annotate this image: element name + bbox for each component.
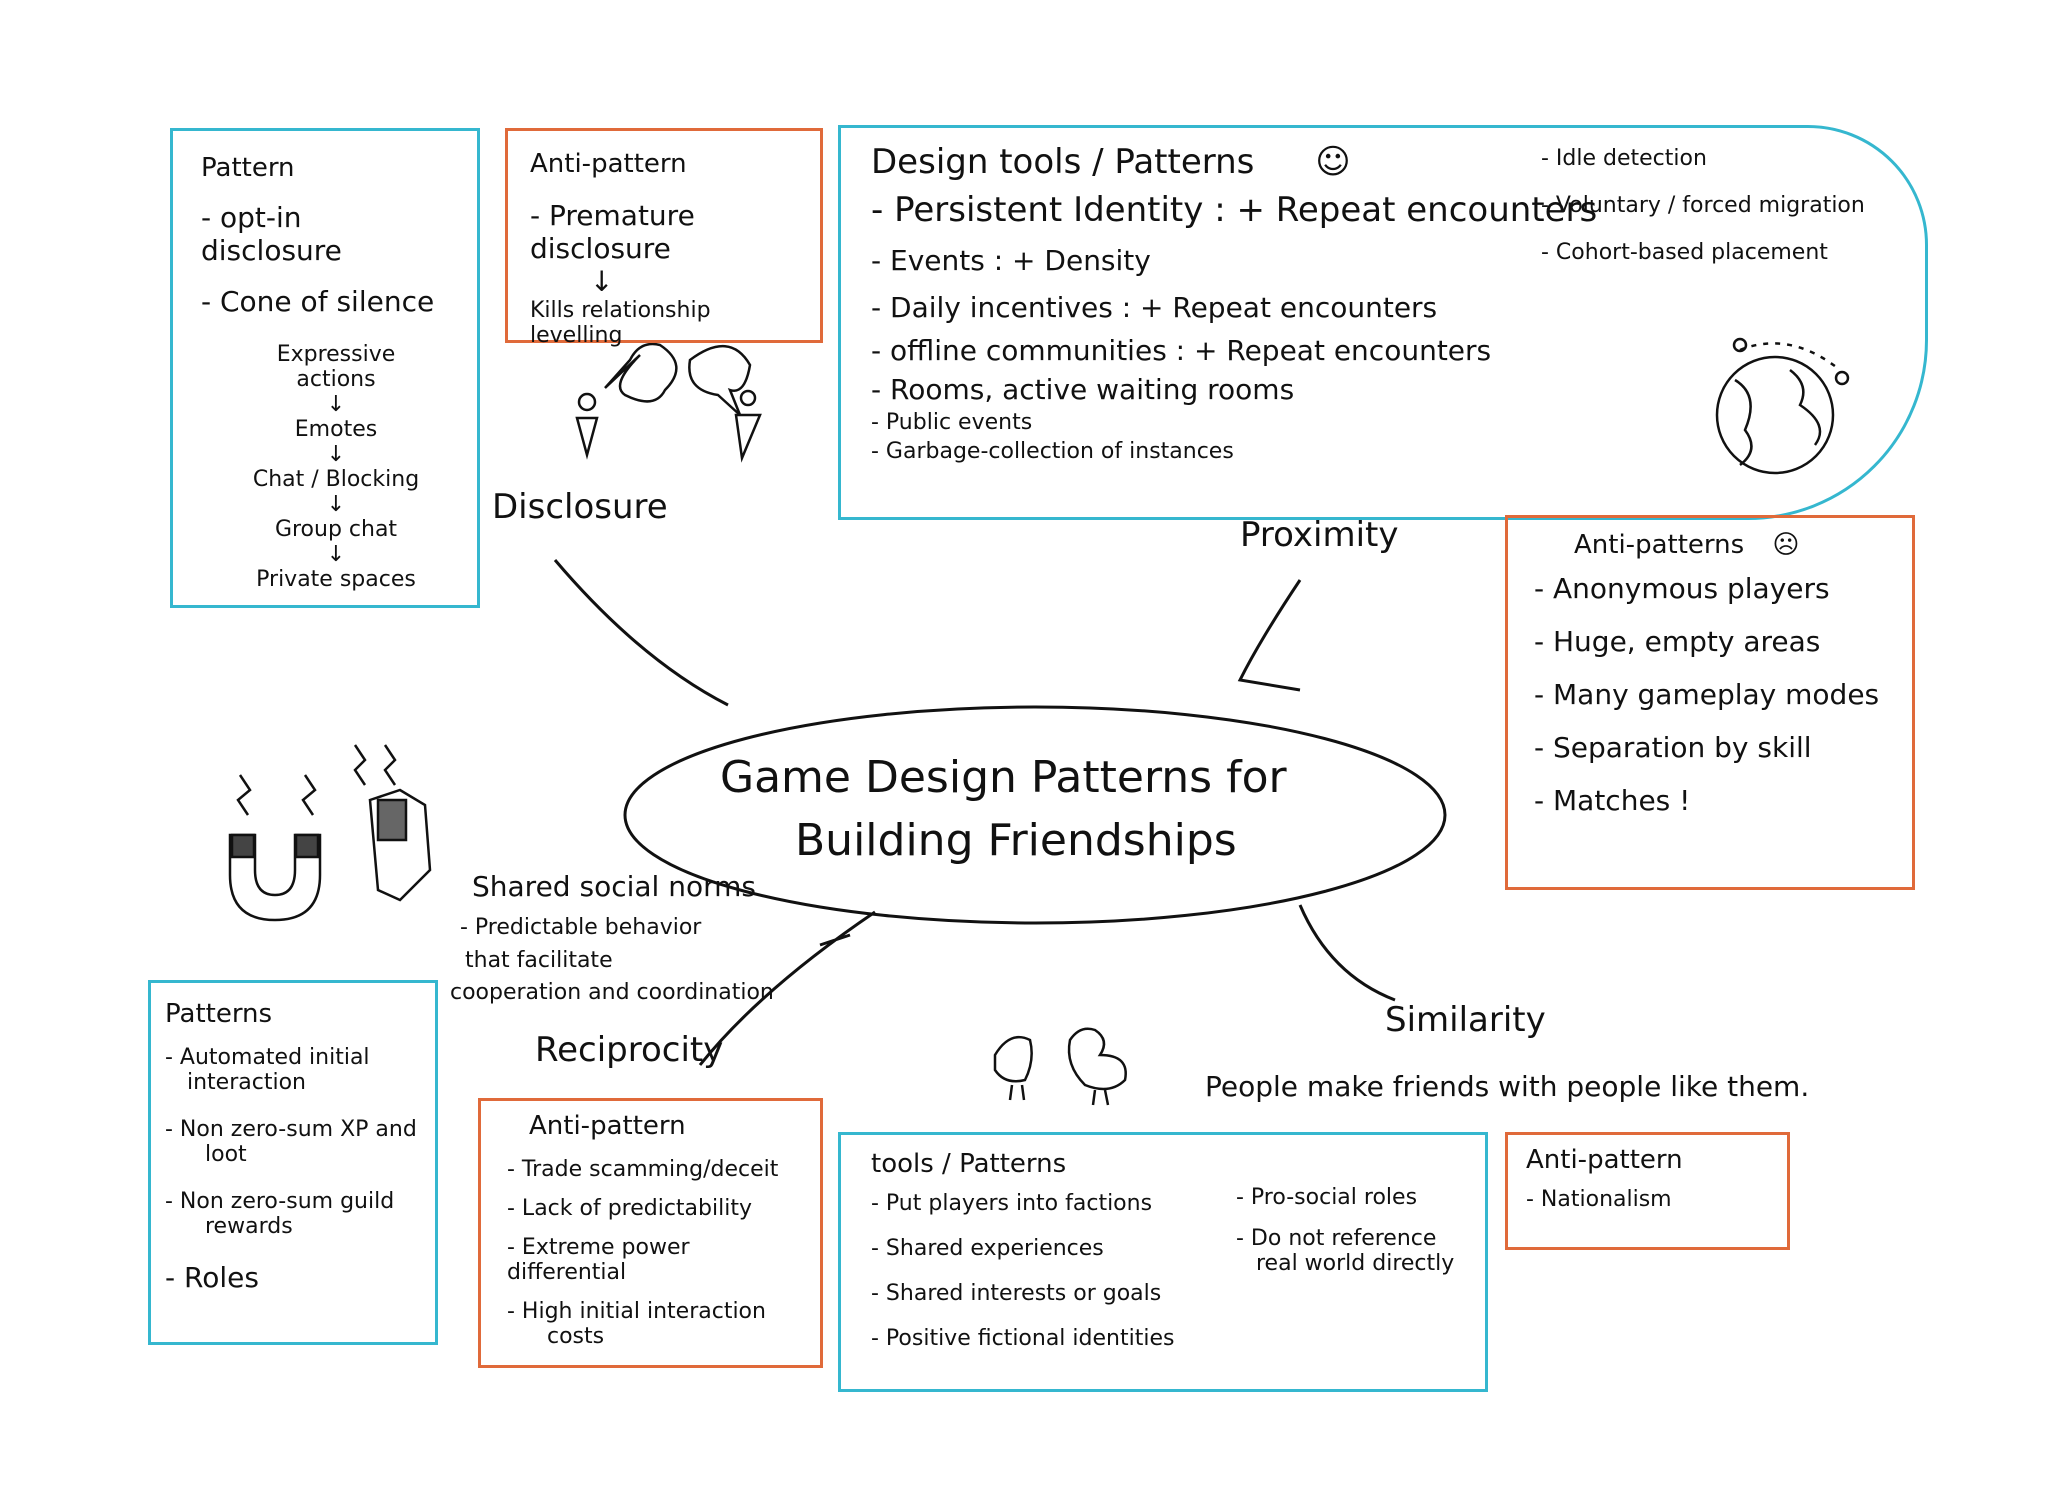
magnet-icon bbox=[228, 744, 432, 922]
branch-line-similarity bbox=[1298, 904, 1396, 1002]
list-item: - Shared interests or goals bbox=[871, 1281, 1162, 1306]
list-item: - Public events bbox=[871, 410, 1033, 435]
list-item: - Non zero-sum guild bbox=[165, 1189, 395, 1214]
list-item: - offline communities : + Repeat encount… bbox=[871, 334, 1492, 367]
proximity-anti-heading-text: Anti-patterns bbox=[1574, 530, 1745, 560]
list-item: - Shared experiences bbox=[871, 1236, 1104, 1261]
disclosure-pattern-heading: Pattern bbox=[201, 153, 295, 183]
reciprocity-note-line3: cooperation and coordination bbox=[450, 980, 774, 1005]
disclosure-anti-heading: Anti-pattern bbox=[530, 149, 687, 179]
reciprocity-note-title: Shared social norms bbox=[472, 870, 756, 903]
list-item: - Automated initial bbox=[165, 1045, 370, 1070]
disclosure-anti-line2: Kills relationship levelling bbox=[530, 298, 711, 348]
disclosure-anti-line1: - Premature disclosure bbox=[530, 199, 695, 265]
reciprocity-note-line1: - Predictable behavior bbox=[460, 915, 702, 940]
reciprocity-anti-heading: Anti-pattern bbox=[529, 1111, 686, 1141]
birds-icon bbox=[993, 1027, 1127, 1106]
list-item: - Matches ! bbox=[1534, 784, 1691, 817]
proximity-tools-heading: Design tools / Patterns ☺ bbox=[871, 142, 1895, 182]
list-item: - Idle detection bbox=[1541, 146, 1707, 171]
list-item: - Trade scamming/deceit bbox=[507, 1157, 779, 1182]
list-item: - Voluntary / forced migration bbox=[1541, 193, 1865, 218]
list-item: loot bbox=[205, 1142, 247, 1167]
list-item: - High initial interaction bbox=[507, 1299, 766, 1324]
speech-bubbles-icon bbox=[575, 342, 762, 463]
branch-label-similarity: Similarity bbox=[1385, 1000, 1546, 1040]
list-item: costs bbox=[547, 1324, 605, 1349]
list-item: - Pro-social roles bbox=[1236, 1185, 1418, 1210]
chain-item: Group chat bbox=[274, 517, 398, 542]
list-item: - Nationalism bbox=[1526, 1187, 1672, 1212]
list-item: interaction bbox=[187, 1070, 306, 1095]
chain-arrow: ↓ bbox=[326, 492, 346, 517]
list-item: - Anonymous players bbox=[1534, 572, 1830, 605]
center-ellipse bbox=[623, 705, 1447, 925]
similarity-tools-heading: tools / Patterns bbox=[871, 1149, 1067, 1179]
chain-arrow: ↓ bbox=[326, 442, 346, 467]
similarity-note: People make friends with people like the… bbox=[1205, 1070, 1810, 1103]
list-item: - Persistent Identity : + Repeat encount… bbox=[871, 190, 1598, 230]
list-item: real world directly bbox=[1256, 1251, 1455, 1276]
list-item: - opt-in disclosure bbox=[201, 201, 342, 267]
list-item: - Cohort-based placement bbox=[1541, 240, 1828, 265]
reciprocity-anti-box: Anti-pattern - Trade scamming/deceit - L… bbox=[478, 1098, 823, 1368]
list-item: - Many gameplay modes bbox=[1534, 678, 1880, 711]
center-title-line1: Game Design Patterns for bbox=[720, 752, 1287, 803]
proximity-tools-box: Design tools / Patterns ☺ - Persistent I… bbox=[838, 125, 1928, 520]
list-item: - Lack of predictability bbox=[507, 1196, 752, 1221]
branch-line-disclosure bbox=[553, 559, 729, 707]
similarity-anti-box: Anti-pattern - Nationalism bbox=[1505, 1132, 1790, 1250]
frown-icon: ☹ bbox=[1772, 530, 1800, 560]
chain-item: Private spaces bbox=[256, 567, 416, 592]
branch-label-proximity: Proximity bbox=[1240, 515, 1399, 555]
list-item: - Rooms, active waiting rooms bbox=[871, 373, 1295, 406]
list-item: - Roles bbox=[165, 1261, 259, 1294]
proximity-anti-box: Anti-patterns ☹ - Anonymous players - Hu… bbox=[1505, 515, 1915, 890]
chain-arrow: ↓ bbox=[326, 392, 346, 417]
branch-label-disclosure: Disclosure bbox=[492, 487, 668, 527]
branch-label-reciprocity: Reciprocity bbox=[535, 1030, 724, 1070]
chain-item: Emotes bbox=[294, 417, 378, 442]
branch-line-proximity bbox=[1237, 579, 1302, 692]
chain-item: Chat / Blocking bbox=[252, 467, 420, 492]
disclosure-anti-arrow: ↓ bbox=[590, 265, 614, 298]
chain-arrow: ↓ bbox=[326, 542, 346, 567]
similarity-tools-box: tools / Patterns - Put players into fact… bbox=[838, 1132, 1488, 1392]
reciprocity-note-line2: that facilitate bbox=[465, 948, 613, 973]
list-item: - Huge, empty areas bbox=[1534, 625, 1821, 658]
list-item: - Events : + Density bbox=[871, 244, 1151, 277]
list-item: - Separation by skill bbox=[1534, 731, 1812, 764]
proximity-anti-heading: Anti-patterns ☹ bbox=[1574, 530, 1886, 560]
disclosure-anti-box: Anti-pattern - Premature disclosure ↓ Ki… bbox=[505, 128, 823, 348]
reciprocity-patterns-heading: Patterns bbox=[165, 999, 273, 1029]
list-item: - Extreme power differential bbox=[507, 1235, 690, 1285]
list-item: - Put players into factions bbox=[871, 1191, 1153, 1216]
disclosure-pattern-box: Pattern - opt-in disclosure - Cone of si… bbox=[170, 128, 480, 608]
center-title-line2: Building Friendships bbox=[795, 815, 1237, 866]
reciprocity-patterns-box: Patterns - Automated initial interaction… bbox=[148, 980, 438, 1345]
smiley-icon: ☺ bbox=[1315, 142, 1351, 182]
list-item: - Non zero-sum XP and bbox=[165, 1117, 417, 1142]
branch-line-reciprocity bbox=[698, 910, 876, 1066]
chain-item: Expressive actions bbox=[276, 342, 396, 392]
list-item: rewards bbox=[205, 1214, 293, 1239]
list-item: - Cone of silence bbox=[201, 285, 435, 318]
list-item: - Garbage-collection of instances bbox=[871, 439, 1234, 464]
list-item: - Do not reference bbox=[1236, 1226, 1437, 1251]
list-item: - Positive fictional identities bbox=[871, 1326, 1175, 1351]
list-item: - Daily incentives : + Repeat encounters bbox=[871, 291, 1438, 324]
proximity-tools-heading-text: Design tools / Patterns bbox=[871, 142, 1255, 182]
similarity-anti-heading: Anti-pattern bbox=[1526, 1145, 1683, 1175]
